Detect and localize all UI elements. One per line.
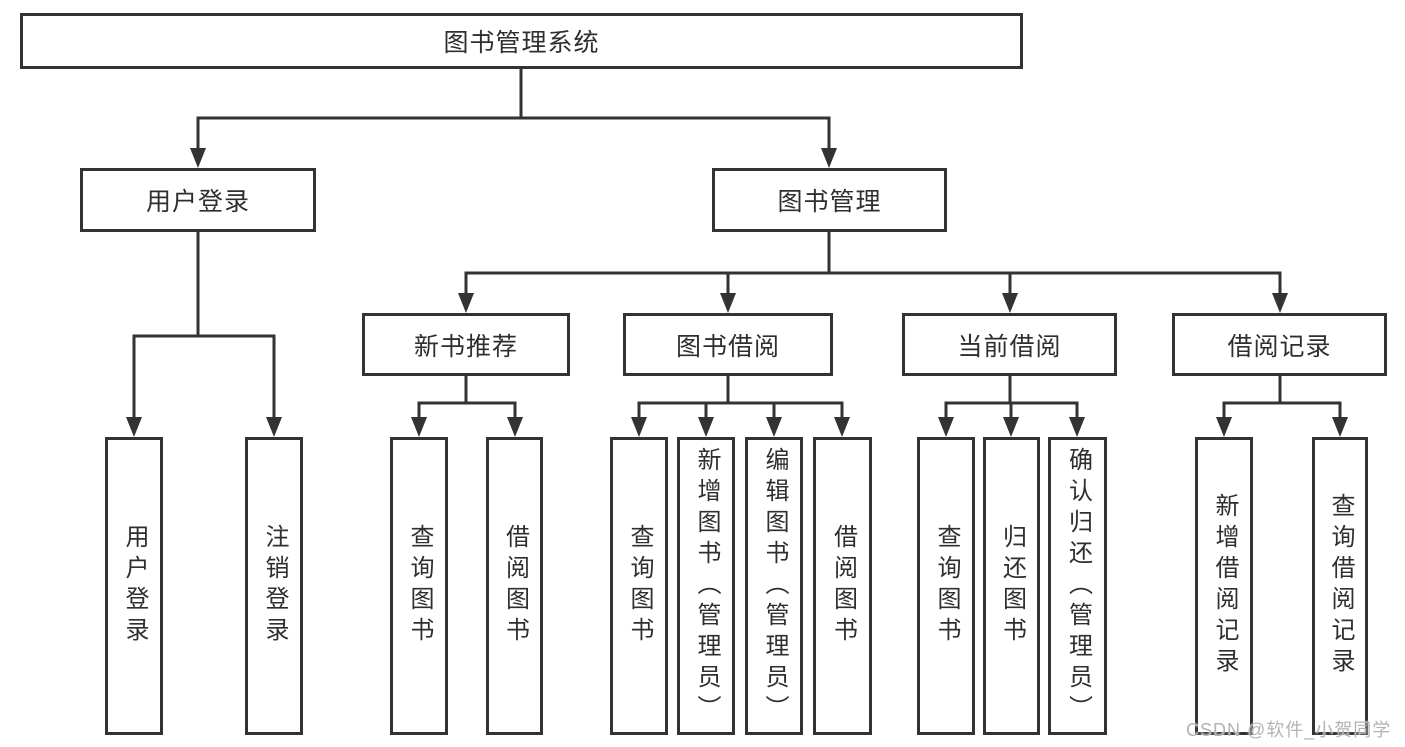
leaf-confirm-return-admin: 确认归还（管理员） [1048,437,1107,735]
arrow-icon [1272,293,1288,313]
connector-current-borrow [944,374,1079,423]
arrow-icon [766,417,782,437]
connector-paths [132,67,1342,423]
arrow-icon [1216,417,1232,437]
arrow-icon [190,148,206,168]
arrowheads [126,148,1348,437]
arrow-icon [126,417,142,437]
arrow-icon [1002,293,1018,313]
arrow-icon [1332,417,1348,437]
node-current-borrow: 当前借阅 [902,313,1117,376]
leaf-query-books-recommend: 查询图书 [390,437,448,735]
connector-book-borrow [637,374,844,423]
watermark: CSDN @软件_小贺同学 [1186,720,1392,740]
leaf-user-login: 用户登录 [105,437,163,735]
leaf-borrow-books: 借阅图书 [813,437,872,735]
arrow-icon [631,417,647,437]
connector-book-management [464,230,1282,299]
connector-root [196,67,831,154]
node-new-book-recommend: 新书推荐 [362,313,570,376]
connector-borrow-records [1222,374,1342,423]
node-book-management: 图书管理 [712,168,947,232]
node-borrow-records: 借阅记录 [1172,313,1387,376]
leaf-query-borrow-record: 查询借阅记录 [1312,437,1368,735]
leaf-logout: 注销登录 [245,437,303,735]
arrow-icon [266,417,282,437]
arrow-icon [720,293,736,313]
arrow-icon [938,417,954,437]
arrow-icon [698,417,714,437]
leaf-edit-book-admin: 编辑图书（管理员） [745,437,803,735]
leaf-query-books-current: 查询图书 [917,437,975,735]
node-book-borrow: 图书借阅 [623,313,833,376]
arrow-icon [1003,417,1019,437]
arrow-icon [458,293,474,313]
arrow-icon [834,417,850,437]
leaf-add-borrow-record: 新增借阅记录 [1195,437,1253,735]
leaf-query-books-borrow: 查询图书 [610,437,668,735]
leaf-return-books: 归还图书 [983,437,1040,735]
leaf-borrow-books-recommend: 借阅图书 [486,437,543,735]
arrow-icon [507,417,523,437]
connector-new-book-recommend [417,374,517,423]
connector-user-login [132,230,276,423]
node-user-login: 用户登录 [80,168,316,232]
arrow-icon [1069,417,1085,437]
arrow-icon [411,417,427,437]
arrow-icon [821,148,837,168]
leaf-add-book-admin: 新增图书（管理员） [677,437,735,735]
node-root: 图书管理系统 [20,13,1023,69]
